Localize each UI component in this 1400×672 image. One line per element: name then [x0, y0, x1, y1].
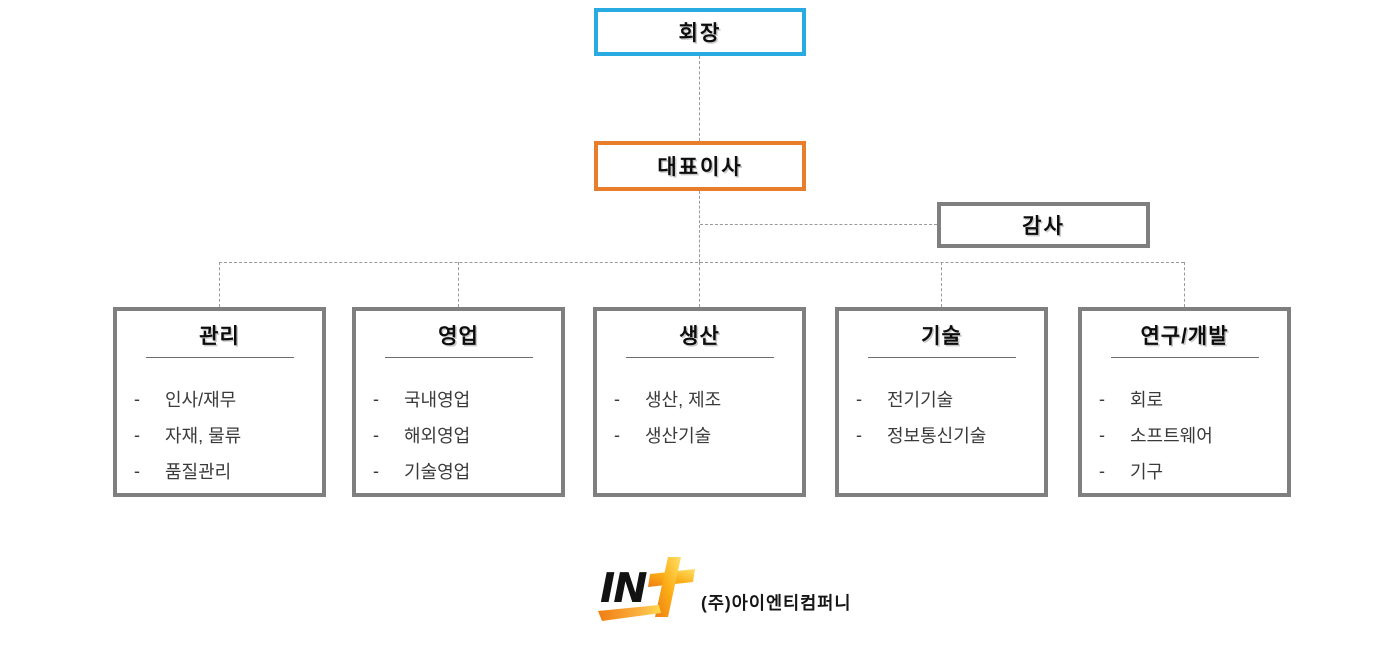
dept-title-row: 영업 — [356, 320, 561, 358]
dept-item-list: - 생산, 제조 - 생산기술 — [597, 381, 802, 453]
bullet-dash: - — [373, 388, 379, 409]
logo-swoosh — [598, 605, 661, 621]
bullet-dash: - — [1099, 424, 1105, 445]
bullet-dash: - — [1099, 388, 1105, 409]
connector-departments-rail — [219, 262, 1184, 263]
connector-drop-sales — [458, 262, 459, 307]
dept-item: - 생산, 제조 — [614, 381, 802, 417]
dept-title-sales: 영업 — [384, 320, 533, 358]
dept-item: - 소프트웨어 — [1099, 417, 1287, 453]
dept-item: - 회로 — [1099, 381, 1287, 417]
connector-drop-rnd — [1184, 262, 1185, 307]
dept-title-management: 관리 — [145, 320, 294, 358]
chairman-label: 회장 — [678, 22, 722, 45]
dept-item-list: - 전기기술 - 정보통신기술 — [839, 381, 1044, 453]
dept-item-label: 생산기술 — [645, 426, 712, 446]
bullet-dash: - — [134, 424, 140, 445]
dept-item: - 품질관리 — [134, 453, 322, 489]
dept-title-rnd: 연구/개발 — [1110, 320, 1259, 358]
connector-chairman-ceo — [699, 56, 700, 141]
dept-title-technology: 기술 — [867, 320, 1016, 358]
dept-item-label: 인사/재무 — [165, 390, 237, 410]
bullet-dash: - — [373, 424, 379, 445]
connector-drop-technology — [941, 262, 942, 307]
dept-item-label: 회로 — [1130, 390, 1164, 410]
connector-ceo-trunk — [699, 191, 700, 262]
ceo-box: 대표이사 — [594, 141, 806, 191]
dept-box-sales: 영업 - 국내영업 - 해외영업 - 기술영업 — [352, 307, 565, 497]
dept-item-label: 기술영업 — [404, 462, 471, 482]
logo-in-text: IN — [600, 564, 647, 612]
dept-item-label: 품질관리 — [165, 462, 232, 482]
ceo-label: 대표이사 — [657, 156, 743, 179]
dept-title-row: 관리 — [117, 320, 322, 358]
connector-drop-management — [219, 262, 220, 307]
bullet-dash: - — [134, 388, 140, 409]
company-footer: IN (주)아이엔티컴퍼니 — [597, 554, 851, 628]
dept-item-label: 해외영업 — [404, 426, 471, 446]
bullet-dash: - — [856, 388, 862, 409]
bullet-dash: - — [1099, 460, 1105, 481]
dept-title-row: 기술 — [839, 320, 1044, 358]
connector-auditor-branch — [700, 224, 937, 225]
dept-item-list: - 인사/재무 - 자재, 물류 - 품질관리 — [117, 381, 322, 489]
dept-title-row: 생산 — [597, 320, 802, 358]
bullet-dash: - — [134, 460, 140, 481]
dept-item: - 기구 — [1099, 453, 1287, 489]
bullet-dash: - — [373, 460, 379, 481]
dept-item-label: 생산, 제조 — [645, 390, 722, 410]
auditor-label: 감사 — [1022, 215, 1065, 238]
dept-item-label: 소프트웨어 — [1130, 426, 1213, 446]
connector-drop-production — [699, 262, 700, 307]
int-logo: IN — [598, 557, 695, 621]
bullet-dash: - — [614, 424, 620, 445]
dept-title-production: 생산 — [625, 320, 774, 358]
dept-item: - 기술영업 — [373, 453, 561, 489]
bullet-dash: - — [856, 424, 862, 445]
dept-title-row: 연구/개발 — [1082, 320, 1287, 358]
dept-item-label: 기구 — [1130, 462, 1164, 482]
dept-item: - 인사/재무 — [134, 381, 322, 417]
dept-box-management: 관리 - 인사/재무 - 자재, 물류 - 품질관리 — [113, 307, 326, 497]
dept-item-list: - 국내영업 - 해외영업 - 기술영업 — [356, 381, 561, 489]
dept-box-technology: 기술 - 전기기술 - 정보통신기술 — [835, 307, 1048, 497]
dept-item-label: 자재, 물류 — [165, 426, 242, 446]
dept-item-label: 국내영업 — [404, 390, 471, 410]
auditor-box: 감사 — [937, 202, 1150, 248]
dept-item: - 생산기술 — [614, 417, 802, 453]
dept-item: - 정보통신기술 — [856, 417, 1044, 453]
dept-item: - 해외영업 — [373, 417, 561, 453]
company-name: (주)아이엔티컴퍼니 — [701, 593, 852, 613]
dept-item-label: 정보통신기술 — [887, 426, 987, 446]
dept-item: - 국내영업 — [373, 381, 561, 417]
dept-box-rnd: 연구/개발 - 회로 - 소프트웨어 - 기구 — [1078, 307, 1291, 497]
logo-cross-icon — [648, 557, 695, 617]
dept-item: - 전기기술 — [856, 381, 1044, 417]
chairman-box: 회장 — [594, 8, 806, 56]
dept-item: - 자재, 물류 — [134, 417, 322, 453]
dept-box-production: 생산 - 생산, 제조 - 생산기술 — [593, 307, 806, 497]
bullet-dash: - — [614, 388, 620, 409]
dept-item-list: - 회로 - 소프트웨어 - 기구 — [1082, 381, 1287, 489]
dept-item-label: 전기기술 — [887, 390, 954, 410]
